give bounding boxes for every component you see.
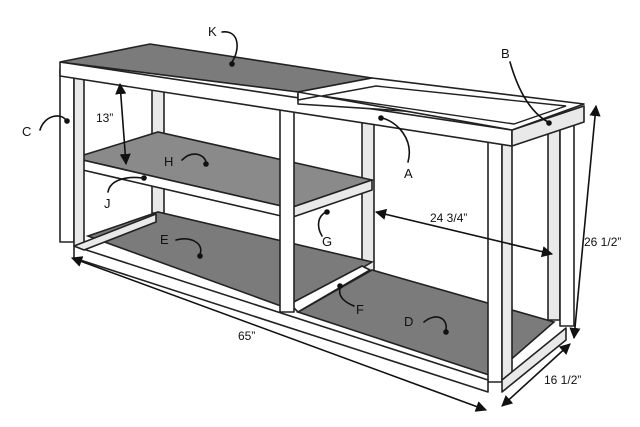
depth-arrow xyxy=(501,343,571,407)
height-arrow xyxy=(569,104,601,340)
dim-depth: 16 1/2” xyxy=(544,373,581,387)
label-f: F xyxy=(356,302,364,317)
base-left-rail xyxy=(73,213,157,251)
shelf-gap-arrow xyxy=(115,82,131,166)
front-frame xyxy=(59,69,575,383)
label-g: G xyxy=(322,234,332,249)
label-c: C xyxy=(22,124,31,139)
top-open-inner xyxy=(321,85,567,125)
label-k: K xyxy=(208,24,217,39)
label-h: H xyxy=(164,154,173,169)
label-a: A xyxy=(404,166,413,181)
dim-inner-width: 24 3/4” xyxy=(430,211,467,225)
dim-shelf-gap: 13” xyxy=(96,111,113,125)
label-b: B xyxy=(501,46,510,61)
label-d: D xyxy=(404,314,413,329)
length-arrow xyxy=(70,256,488,412)
dim-length: 65” xyxy=(238,329,255,343)
label-e: E xyxy=(160,232,169,247)
inner-width-arrow xyxy=(374,208,554,258)
dim-height: 26 1/2” xyxy=(584,235,621,249)
label-j: J xyxy=(104,196,111,211)
